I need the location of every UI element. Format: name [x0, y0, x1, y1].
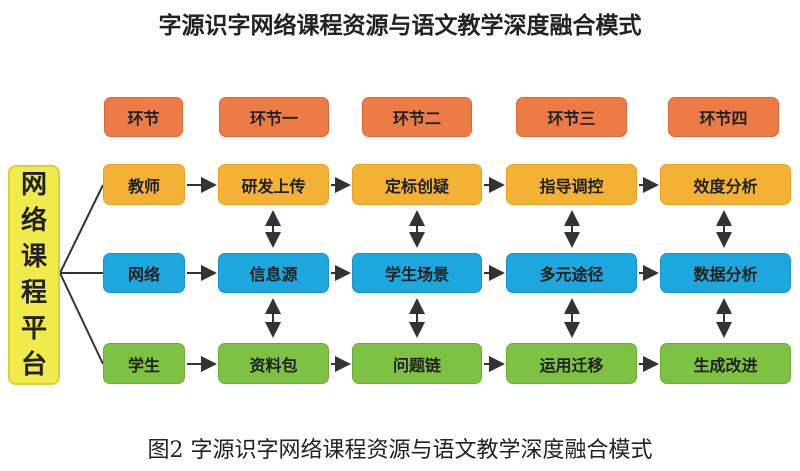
- network-node: 多元途径: [506, 253, 637, 293]
- network-course-platform: 网 络 课 程 平 台: [8, 165, 60, 385]
- teacher-node: 研发上传: [218, 164, 329, 205]
- student-node: 生成改进: [660, 343, 791, 384]
- student-node: 学生: [103, 343, 185, 384]
- branch-line-student: [59, 272, 104, 365]
- student-node: 问题链: [352, 343, 482, 384]
- stage-header: 环节三: [516, 97, 627, 137]
- diagram-title: 字源识字网络课程资源与语文教学深度融合模式: [158, 13, 642, 39]
- platform-char: 程: [20, 278, 47, 308]
- stage-header: 环节四: [668, 97, 779, 137]
- platform-char: 平: [20, 314, 47, 344]
- network-node: 数据分析: [660, 253, 791, 293]
- platform-char: 络: [20, 206, 47, 236]
- network-node: 学生场景: [352, 253, 482, 293]
- stage-header: 环节二: [362, 97, 472, 137]
- branch-line-teacher: [59, 184, 104, 274]
- teacher-node: 定标创疑: [352, 164, 482, 205]
- platform-char: 台: [20, 350, 47, 380]
- teacher-node: 教师: [103, 164, 185, 205]
- student-node: 运用迁移: [506, 343, 637, 384]
- student-node: 资料包: [218, 343, 329, 384]
- network-node: 信息源: [218, 253, 329, 293]
- stage-header: 环节一: [219, 97, 329, 137]
- network-node: 网络: [103, 253, 185, 293]
- platform-char: 网: [20, 170, 47, 200]
- platform-char: 课: [20, 242, 47, 272]
- figure-caption: 图2 字源识字网络课程资源与语文教学深度融合模式: [147, 438, 653, 463]
- teacher-node: 指导调控: [506, 164, 637, 205]
- teacher-node: 效度分析: [660, 164, 791, 205]
- stage-header: 环节: [104, 97, 183, 137]
